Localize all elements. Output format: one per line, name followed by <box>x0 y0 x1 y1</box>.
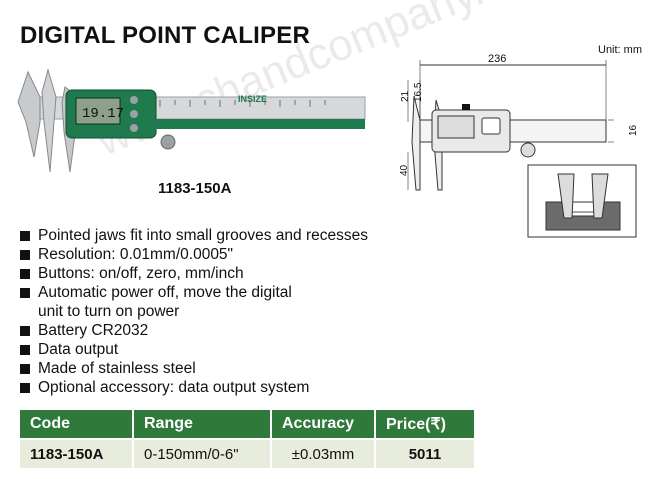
bullet-icon <box>20 364 30 374</box>
bullet-icon <box>20 231 30 241</box>
bullet-icon <box>20 383 30 393</box>
model-label: 1183-150A <box>158 180 232 197</box>
page-title: DIGITAL POINT CALIPER <box>20 22 310 49</box>
feature-item: Optional accessory: data output system <box>20 378 368 397</box>
unit-label: Unit: mm <box>598 44 642 56</box>
bullet-icon <box>20 250 30 260</box>
feature-item: Buttons: on/off, zero, mm/inch <box>20 264 368 283</box>
table-row: 1183-150A 0-150mm/0-6" ±0.03mm 5011 <box>20 438 476 468</box>
header-range: Range <box>133 410 272 439</box>
cell-accuracy: ±0.03mm <box>271 438 376 468</box>
feature-item: Made of stainless steel <box>20 359 368 378</box>
feature-item-continuation: unit to turn on power <box>38 303 180 320</box>
dim-jaw-top-a: 21 <box>400 90 411 102</box>
dim-jaw-top-b: 16.5 <box>413 82 424 102</box>
dim-jaw-bottom: 40 <box>399 164 410 176</box>
dim-length: 236 <box>488 53 506 65</box>
feature-item: Battery CR2032 <box>20 321 368 340</box>
header-accuracy: Accuracy <box>271 410 376 439</box>
cell-code: 1183-150A <box>20 438 134 468</box>
feature-item: Automatic power off, move the digital <box>20 283 368 302</box>
bullet-icon <box>20 345 30 355</box>
bullet-icon <box>20 269 30 279</box>
feature-item: Pointed jaws fit into small grooves and … <box>20 226 368 245</box>
feature-item: Resolution: 0.01mm/0.0005" <box>20 245 368 264</box>
spec-table: Code Range Accuracy Price(₹) 1183-150A 0… <box>20 410 476 468</box>
display-reading: 19.17 <box>82 106 124 122</box>
cell-range: 0-150mm/0-6" <box>133 438 272 468</box>
bullet-icon <box>20 326 30 336</box>
brand-logo-text: INSIZE <box>238 94 267 104</box>
cell-price: 5011 <box>375 438 476 468</box>
bullet-icon <box>20 288 30 298</box>
feature-item: Data output <box>20 340 368 359</box>
header-price: Price(₹) <box>375 410 476 439</box>
dim-beam: 16 <box>628 124 639 136</box>
caliper-photo: 19.17 INSIZE <box>17 68 366 173</box>
dimension-drawing: 236 21 16.5 40 16 <box>399 53 639 238</box>
spec-table-header-row: Code Range Accuracy Price(₹) <box>20 410 476 439</box>
feature-list: Pointed jaws fit into small grooves and … <box>20 226 368 397</box>
header-code: Code <box>20 410 134 439</box>
